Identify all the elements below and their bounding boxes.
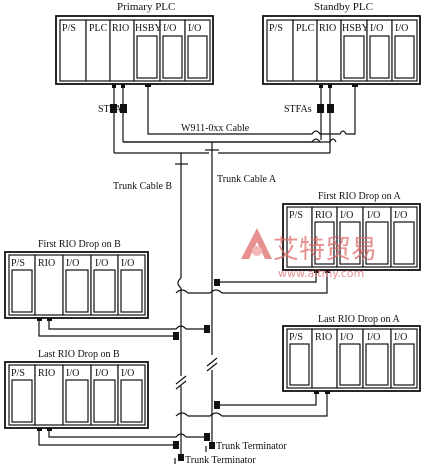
module-label: RIO xyxy=(38,258,55,269)
last-rio-b-drop-cables xyxy=(38,431,210,449)
module-label: P/S xyxy=(289,332,303,343)
stfas-label-right: STFAs xyxy=(284,104,312,115)
tap-connector xyxy=(214,279,220,286)
module-label: I/O xyxy=(394,210,407,221)
tap-connector xyxy=(204,325,210,333)
first-rio-a-drop-cables xyxy=(175,273,328,294)
module-label: RIO xyxy=(38,368,55,379)
module-label: RIO xyxy=(112,23,129,34)
module-label: I/O xyxy=(340,332,353,343)
module-label: I/O xyxy=(188,23,201,34)
watermark-logo-icon xyxy=(241,228,272,259)
stfa-connector xyxy=(120,104,127,113)
tap-connector xyxy=(173,332,179,340)
standby-plc-rack: P/S PLC RIO HSBY I/O I/O xyxy=(262,15,421,88)
module-label: I/O xyxy=(95,368,108,379)
module-label: P/S xyxy=(269,23,283,34)
module-label: P/S xyxy=(11,368,25,379)
last-rio-b-title: Last RIO Drop on B xyxy=(38,349,120,360)
module-label: I/O xyxy=(121,368,134,379)
first-rio-b-drop-cables xyxy=(38,321,210,340)
module-label: HSBY xyxy=(135,23,162,34)
last-rio-drop-a-rack: P/S RIO I/O I/O I/O xyxy=(282,325,421,394)
last-rio-drop-b-rack: P/S RIO I/O I/O I/O xyxy=(4,361,149,431)
trunk-terminator-label-2: Trunk Terminator xyxy=(185,455,256,466)
last-rio-a-drop-cables xyxy=(175,394,328,417)
watermark-chinese: 艾特贸易 xyxy=(273,235,377,265)
module-label: I/O xyxy=(340,210,353,221)
w911-cable-label: W911-0xx Cable xyxy=(181,123,250,134)
primary-plc-rack: P/S PLC RIO HSBY I/O I/O xyxy=(55,15,214,88)
module-label: P/S xyxy=(289,210,303,221)
stfa-connector xyxy=(317,104,324,113)
module-label: I/O xyxy=(95,258,108,269)
module-label: RIO xyxy=(315,332,332,343)
first-rio-a-title: First RIO Drop on A xyxy=(318,191,402,202)
stfa-connector xyxy=(327,104,334,113)
module-label: I/O xyxy=(370,23,383,34)
tap-connector xyxy=(214,401,220,409)
module-label: I/O xyxy=(395,23,408,34)
module-label: P/S xyxy=(11,258,25,269)
trunk-cable-b-label: Trunk Cable B xyxy=(113,181,172,192)
tap-connector xyxy=(173,441,179,449)
first-rio-drop-b-rack: P/S RIO I/O I/O I/O xyxy=(4,251,149,321)
module-label: I/O xyxy=(367,332,380,343)
module-label: PLC xyxy=(89,23,108,34)
module-label: P/S xyxy=(62,23,76,34)
module-label: I/O xyxy=(367,210,380,221)
watermark: 艾特贸易 www.aitmy.com xyxy=(241,228,377,280)
watermark-url: www.aitmy.com xyxy=(278,267,364,280)
module-label: I/O xyxy=(66,258,79,269)
trunk-terminators xyxy=(174,442,215,464)
last-rio-a-title: Last RIO Drop on A xyxy=(318,314,400,325)
stfas-label-left: STFAs xyxy=(98,104,126,115)
trunk-lines xyxy=(175,150,218,455)
trunk-terminator-label-1: Trunk Terminator xyxy=(216,441,287,452)
standby-plc-title: Standby PLC xyxy=(314,1,373,13)
module-label: I/O xyxy=(121,258,134,269)
primary-plc-title: Primary PLC xyxy=(117,1,175,13)
plc-cabling xyxy=(110,87,356,165)
first-rio-drop-a-rack: P/S RIO I/O I/O I/O xyxy=(282,203,421,273)
first-rio-b-title: First RIO Drop on B xyxy=(38,239,121,250)
module-label: I/O xyxy=(394,332,407,343)
module-label: I/O xyxy=(163,23,176,34)
module-label: RIO xyxy=(319,23,336,34)
module-label: PLC xyxy=(296,23,315,34)
module-label: RIO xyxy=(315,210,332,221)
module-label: I/O xyxy=(66,368,79,379)
tap-connector xyxy=(204,433,210,441)
trunk-cable-a-label: Trunk Cable A xyxy=(217,174,277,185)
stfa-connector xyxy=(110,104,117,113)
module-label: HSBY xyxy=(342,23,369,34)
